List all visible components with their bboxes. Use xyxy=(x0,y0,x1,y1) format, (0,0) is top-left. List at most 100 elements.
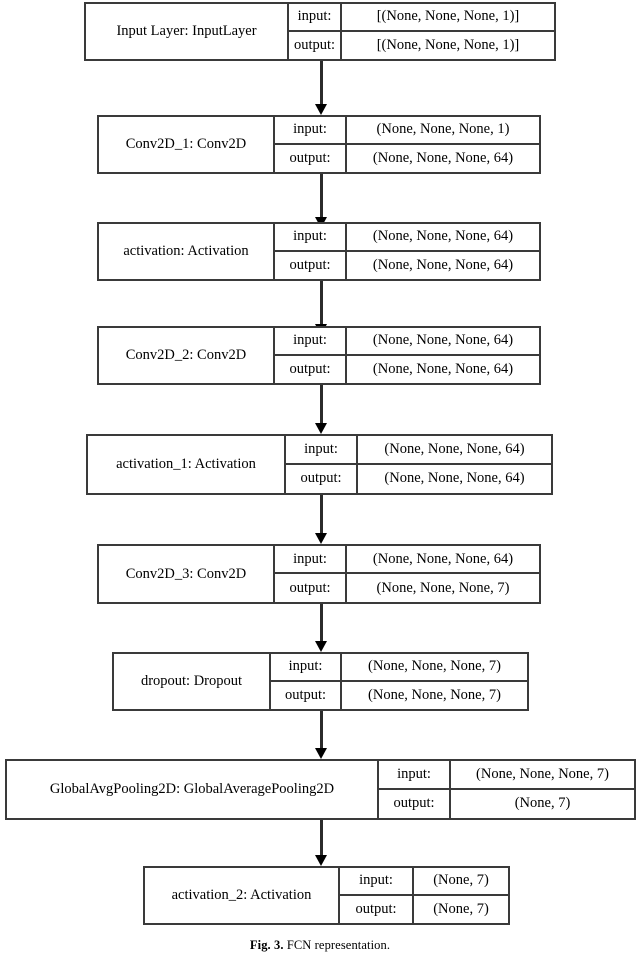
output-shape-value: (None, 7) xyxy=(433,900,489,917)
edge-arrowhead xyxy=(315,641,327,652)
output-label: output: xyxy=(379,789,451,818)
input-shape-value: (None, None, None, 64) xyxy=(372,550,514,567)
edge-conv2d-1-to-activation xyxy=(315,174,327,228)
layer-input-row: input: (None, None, None, 64) xyxy=(275,328,539,356)
edge-arrowhead xyxy=(315,104,327,115)
layer-output-row: output: (None, None, None, 64) xyxy=(275,144,539,172)
output-label: output: xyxy=(286,464,358,493)
layer-io-table: input: [(None, None, None, 1)] output: [… xyxy=(287,4,554,59)
edge-arrowhead xyxy=(315,423,327,434)
layer-node-global-avg-pooling-2d[interactable]: GlobalAvgPooling2D: GlobalAveragePooling… xyxy=(5,759,636,820)
layer-node-activation-2[interactable]: activation_2: Activation input: (None, 7… xyxy=(143,866,510,925)
layer-io-table: input: (None, 7) output: (None, 7) xyxy=(338,868,508,923)
edge-stem xyxy=(320,174,323,218)
edge-global-avg-pooling-2d-to-activation-2 xyxy=(315,820,327,866)
layer-input-row: input: (None, None, None, 64) xyxy=(275,224,539,252)
input-label: input: xyxy=(289,4,342,30)
edge-stem xyxy=(320,281,323,325)
layer-node-title: dropout: Dropout xyxy=(140,673,243,690)
edge-activation-1-to-conv2d-3 xyxy=(315,495,327,544)
layer-node-conv2d-1[interactable]: Conv2D_1: Conv2D input: (None, None, Non… xyxy=(97,115,541,174)
input-shape-value: (None, None, None, 64) xyxy=(372,332,514,349)
input-shape-value: (None, None, None, 1) xyxy=(376,121,510,138)
layer-node-dropout[interactable]: dropout: Dropout input: (None, None, Non… xyxy=(112,652,529,711)
output-shape-value: (None, None, None, 64) xyxy=(372,149,514,166)
input-label: input: xyxy=(379,761,451,788)
layer-node-activation-1[interactable]: activation_1: Activation input: (None, N… xyxy=(86,434,553,495)
input-label: input: xyxy=(275,224,347,250)
output-shape-value: (None, None, None, 7) xyxy=(376,579,510,596)
input-shape-value: [(None, None, None, 1)] xyxy=(376,8,520,25)
input-label: input: xyxy=(271,654,342,680)
output-shape-value: (None, None, None, 64) xyxy=(384,470,525,487)
edge-input-layer-to-conv2d-1 xyxy=(315,61,327,115)
layer-node-title: GlobalAvgPooling2D: GlobalAveragePooling… xyxy=(49,781,335,798)
layer-node-title: Conv2D_3: Conv2D xyxy=(125,565,247,582)
layer-node-title: activation_2: Activation xyxy=(171,887,312,904)
layer-output-row: output: (None, None, None, 64) xyxy=(275,355,539,383)
layer-node-activation[interactable]: activation: Activation input: (None, Non… xyxy=(97,222,541,281)
input-label: input: xyxy=(275,328,347,354)
edge-dropout-to-global-avg-pooling-2d xyxy=(315,711,327,759)
figure-caption: Fig. 3. FCN representation. xyxy=(0,938,640,953)
figure-caption-text: FCN representation. xyxy=(286,938,391,952)
layer-input-row: input: (None, None, None, 7) xyxy=(379,761,634,790)
layer-node-title: activation: Activation xyxy=(123,243,249,260)
output-label: output: xyxy=(271,681,342,709)
output-shape-value: (None, None, None, 64) xyxy=(372,256,514,273)
layer-io-table: input: (None, None, None, 7) output: (No… xyxy=(269,654,527,709)
input-label: input: xyxy=(286,436,358,463)
input-shape-value: (None, 7) xyxy=(433,872,489,889)
input-shape-value: (None, None, None, 7) xyxy=(368,658,501,675)
output-label: output: xyxy=(275,355,347,383)
layer-output-row: output: (None, 7) xyxy=(379,789,634,818)
layer-node-title: Input Layer: InputLayer xyxy=(116,23,257,40)
output-label: output: xyxy=(275,144,347,172)
edge-stem xyxy=(320,711,323,749)
input-label: input: xyxy=(340,868,414,894)
edge-arrowhead xyxy=(315,855,327,866)
output-label: output: xyxy=(289,31,342,59)
layer-input-row: input: [(None, None, None, 1)] xyxy=(289,4,554,32)
layer-output-row: output: (None, None, None, 64) xyxy=(286,464,551,493)
layer-input-row: input: (None, 7) xyxy=(340,868,508,896)
edge-conv2d-2-to-activation-1 xyxy=(315,385,327,434)
layer-output-row: output: (None, 7) xyxy=(340,895,508,923)
layer-io-table: input: (None, None, None, 64) output: (N… xyxy=(273,546,539,602)
layer-output-row: output: (None, None, None, 7) xyxy=(271,681,527,709)
layer-output-row: output: (None, None, None, 7) xyxy=(275,574,539,602)
figure-caption-label: Fig. 3. xyxy=(249,938,284,952)
output-label: output: xyxy=(340,895,414,923)
input-shape-value: (None, None, None, 7) xyxy=(476,765,609,782)
layer-node-title: activation_1: Activation xyxy=(116,456,256,473)
input-label: input: xyxy=(275,117,347,143)
layer-input-row: input: (None, None, None, 7) xyxy=(271,654,527,682)
layer-node-title: Conv2D_1: Conv2D xyxy=(125,136,247,153)
edge-stem xyxy=(320,495,323,534)
input-shape-value: (None, None, None, 64) xyxy=(372,228,514,245)
output-shape-value: (None, None, None, 64) xyxy=(372,360,514,377)
edge-stem xyxy=(320,385,323,424)
layer-io-table: input: (None, None, None, 64) output: (N… xyxy=(284,436,551,493)
layer-input-row: input: (None, None, None, 1) xyxy=(275,117,539,145)
layer-input-row: input: (None, None, None, 64) xyxy=(286,436,551,465)
output-shape-value: [(None, None, None, 1)] xyxy=(376,36,520,53)
layer-node-conv2d-3[interactable]: Conv2D_3: Conv2D input: (None, None, Non… xyxy=(97,544,541,604)
layer-io-table: input: (None, None, None, 64) output: (N… xyxy=(273,328,539,383)
input-shape-value: (None, None, None, 64) xyxy=(384,440,525,457)
layer-output-row: output: [(None, None, None, 1)] xyxy=(289,31,554,59)
edge-conv2d-3-to-dropout xyxy=(315,604,327,652)
output-label: output: xyxy=(275,574,347,602)
edge-arrowhead xyxy=(315,748,327,759)
layer-node-input-layer[interactable]: Input Layer: InputLayer input: [(None, N… xyxy=(84,2,556,61)
layer-io-table: input: (None, None, None, 1) output: (No… xyxy=(273,117,539,172)
layer-node-title: Conv2D_2: Conv2D xyxy=(125,347,247,364)
edge-arrowhead xyxy=(315,533,327,544)
layer-node-conv2d-2[interactable]: Conv2D_2: Conv2D input: (None, None, Non… xyxy=(97,326,541,385)
edge-stem xyxy=(320,61,323,105)
edge-stem xyxy=(320,604,323,642)
output-shape-value: (None, None, None, 7) xyxy=(368,686,501,703)
edge-stem xyxy=(320,820,323,856)
layer-io-table: input: (None, None, None, 64) output: (N… xyxy=(273,224,539,279)
